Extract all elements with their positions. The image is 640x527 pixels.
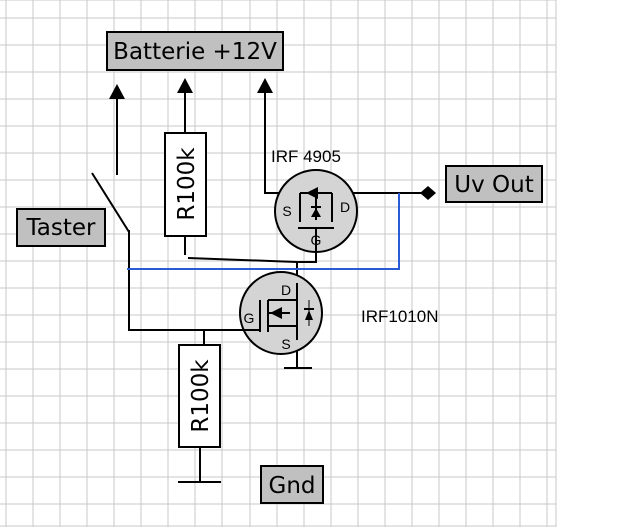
pmos-supply-arrow-icon: [257, 78, 273, 93]
pmos-drain-pin: D: [340, 199, 350, 215]
nmos-arrow-icon: [270, 307, 282, 319]
grid-background: [0, 0, 557, 527]
output-label: Uv Out: [454, 172, 533, 198]
resistor-top: [164, 132, 207, 237]
switch-supply-arrow-icon: [109, 84, 125, 99]
supply-arrows: [109, 78, 273, 99]
pmos-diode-icon: [311, 208, 321, 217]
pmos-gate-node-wire: [187, 252, 317, 263]
wires: [91, 90, 428, 483]
ground-label-box: [260, 465, 324, 504]
switch-lever: [91, 172, 130, 233]
pmos-arrow-icon: [306, 187, 318, 199]
resistor-top-supply-arrow-icon: [177, 78, 193, 93]
ground-label: Gnd: [269, 473, 316, 499]
nmos-transistor: G D S: [239, 271, 323, 355]
switch-label-box: [16, 208, 106, 247]
battery-label-box: [106, 31, 284, 71]
battery-label: Batterie +12V: [113, 39, 277, 65]
resistor-bottom-label: R100k: [188, 359, 214, 433]
pmos-transistor: S D G: [274, 169, 358, 253]
nmos-name-label: IRF1010N: [361, 307, 438, 326]
output-label-box: [445, 165, 543, 203]
nmos-source-pin: S: [281, 336, 290, 352]
nmos-gate-pin: G: [244, 310, 255, 326]
pmos-source-pin: S: [282, 203, 291, 219]
feedback-wire: [127, 193, 400, 270]
output-terminal-icon: [420, 186, 436, 200]
resistor-bottom: [178, 344, 221, 448]
resistor-top-label: R100k: [174, 147, 200, 221]
pmos-gate-pin: G: [311, 232, 322, 248]
pmos-name-label: IRF 4905: [271, 147, 341, 166]
switch-label: Taster: [26, 215, 96, 241]
nmos-drain-pin: D: [281, 282, 291, 298]
